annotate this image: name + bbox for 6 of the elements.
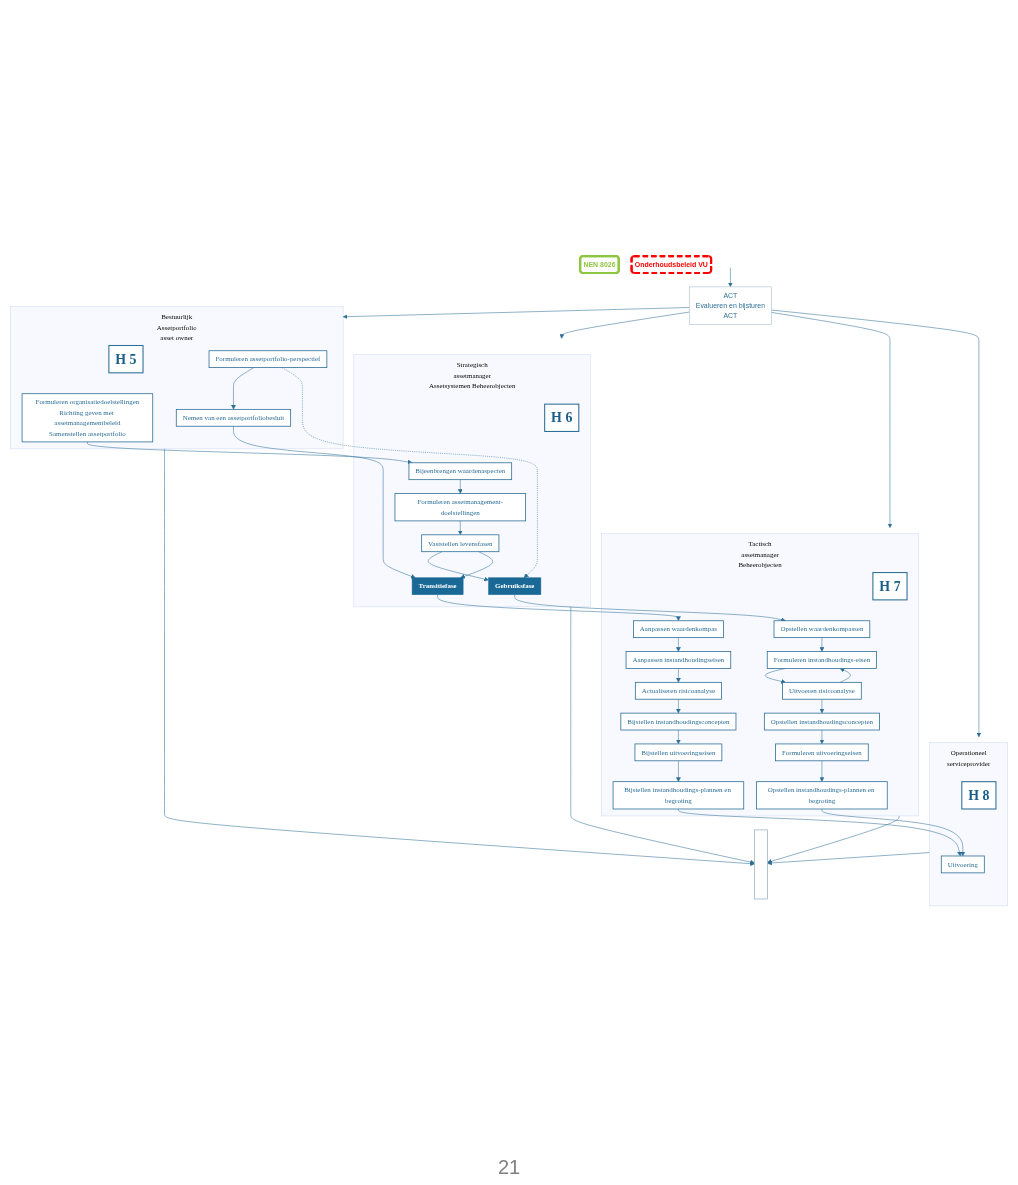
node-box: H 8 [961, 781, 997, 810]
node-box: H 7 [872, 572, 908, 601]
node-box: H 6 [544, 403, 580, 432]
page-number: 21 [497, 1156, 521, 1178]
node-bar [754, 829, 768, 900]
node-box: H 5 [108, 344, 144, 374]
